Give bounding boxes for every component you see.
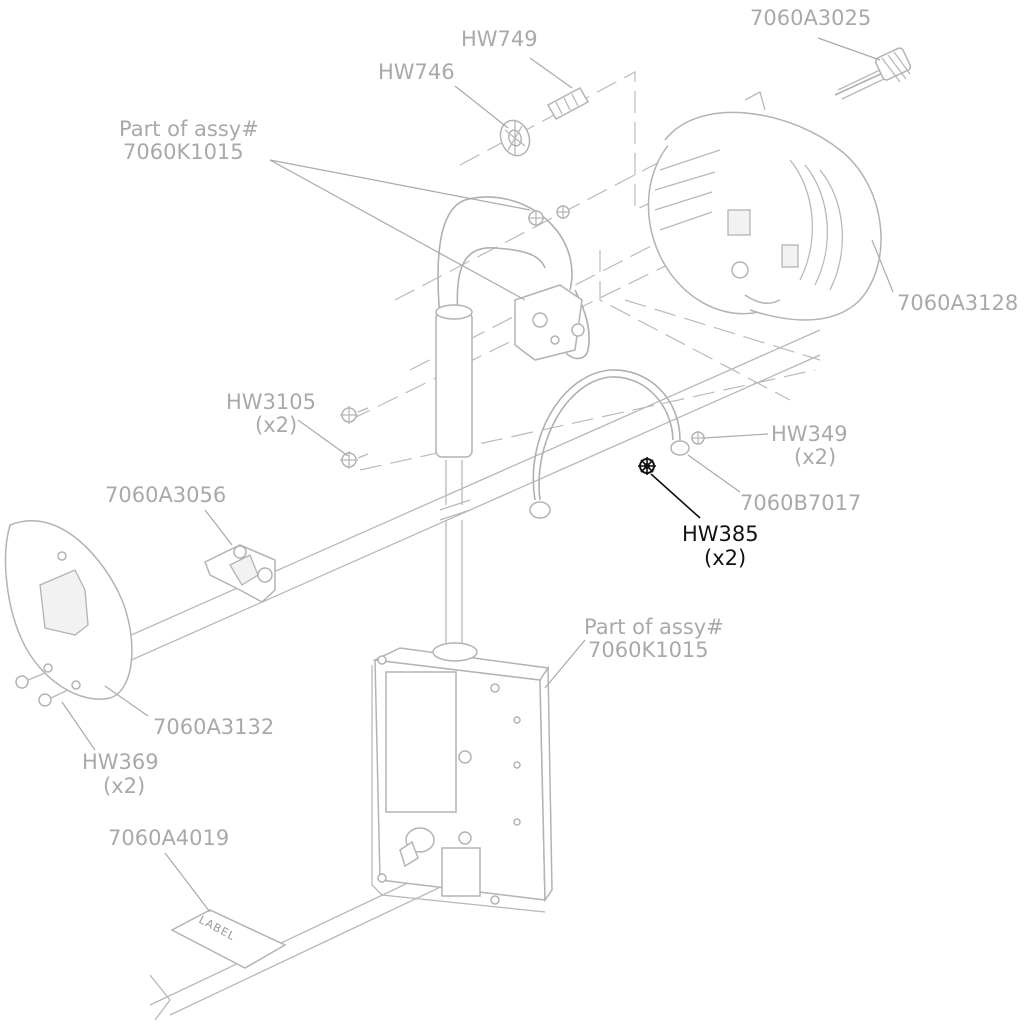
label-7060B7017: 7060B7017 [740, 491, 861, 515]
label-assy-top-line2: 7060K1015 [123, 140, 244, 164]
label-HW369-line1: HW369 [82, 750, 159, 774]
ground-wire-7060B7017 [529, 369, 705, 519]
washer-HW746 [499, 119, 531, 157]
nuts-HW3105 [340, 406, 369, 469]
label-plate-7060A4019: LABEL [170, 909, 287, 969]
housing-7060A3128 [647, 91, 882, 321]
mounting-plate-7060A3132 [4, 520, 133, 700]
label-HW385-line2: (x2) [704, 546, 746, 570]
thumb-screw-7060A3025 [834, 47, 912, 100]
label-assy-top-line1: Part of assy# [119, 117, 259, 141]
label-HW749: HW749 [461, 27, 538, 51]
control-box-assy [371, 642, 553, 913]
label-HW349-line2: (x2) [794, 445, 836, 469]
label-7060A3128: 7060A3128 [897, 291, 1018, 315]
label-7060A3056: 7060A3056 [105, 483, 226, 507]
label-assy-bottom-line1: Part of assy# [584, 615, 724, 639]
label-7060A3025: 7060A3025 [750, 6, 871, 30]
lampholder-cable-assy [435, 196, 590, 650]
nut-HW385-highlighted [638, 457, 656, 475]
leader-lines [61, 37, 894, 913]
bracket-7060A3056 [204, 544, 276, 603]
label-HW369-line2: (x2) [103, 774, 145, 798]
label-HW385-line1: HW385 [682, 522, 759, 546]
label-HW349-line1: HW349 [771, 422, 848, 446]
label-7060A3132: 7060A3132 [153, 715, 274, 739]
screws-HW369 [15, 672, 69, 707]
label-assy-bottom-line2: 7060K1015 [588, 638, 709, 662]
label-HW3105-line1: HW3105 [226, 390, 316, 414]
label-7060A4019: 7060A4019 [108, 826, 229, 850]
label-HW3105-line2: (x2) [255, 413, 297, 437]
part-labels: 7060A3025 HW749 HW746 Part of assy# 7060… [82, 6, 1018, 850]
label-HW746: HW746 [378, 60, 455, 84]
spring-HW749 [546, 86, 590, 121]
